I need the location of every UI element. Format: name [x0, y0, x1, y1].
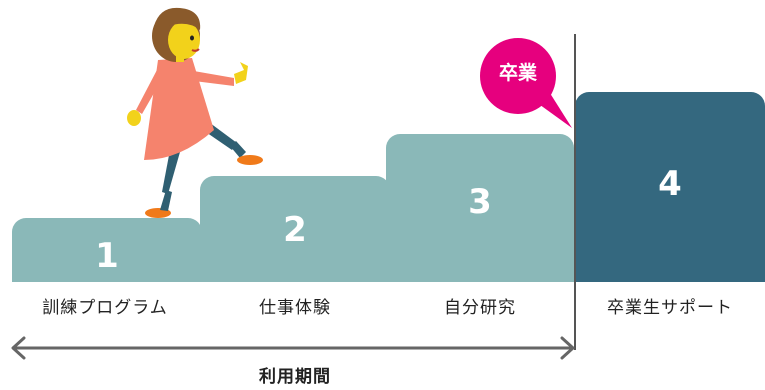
graduation-divider-line — [574, 34, 576, 350]
step-3-block: 3 — [386, 134, 574, 282]
step-2-block: 2 — [200, 176, 390, 282]
step-4-number: 4 — [658, 164, 682, 204]
step-3-label: 自分研究 — [444, 298, 516, 318]
step-1-label: 訓練プログラム — [42, 298, 168, 318]
step-4-block: 4 — [575, 92, 765, 282]
graduation-bubble-text: 卒業 — [498, 62, 537, 84]
graduation-bubble-icon — [480, 38, 572, 128]
step-2-number: 2 — [283, 210, 307, 250]
step-3-number: 3 — [468, 182, 492, 222]
step-1-number: 1 — [95, 236, 119, 276]
usage-period-label: 利用期間 — [259, 367, 331, 387]
step-1-block: 1 — [12, 218, 202, 282]
walking-girl-illustration — [127, 7, 263, 218]
step-2-label: 仕事体験 — [259, 298, 331, 318]
usage-period-arrow-icon — [11, 336, 575, 360]
step-4-label: 卒業生サポート — [607, 298, 733, 318]
